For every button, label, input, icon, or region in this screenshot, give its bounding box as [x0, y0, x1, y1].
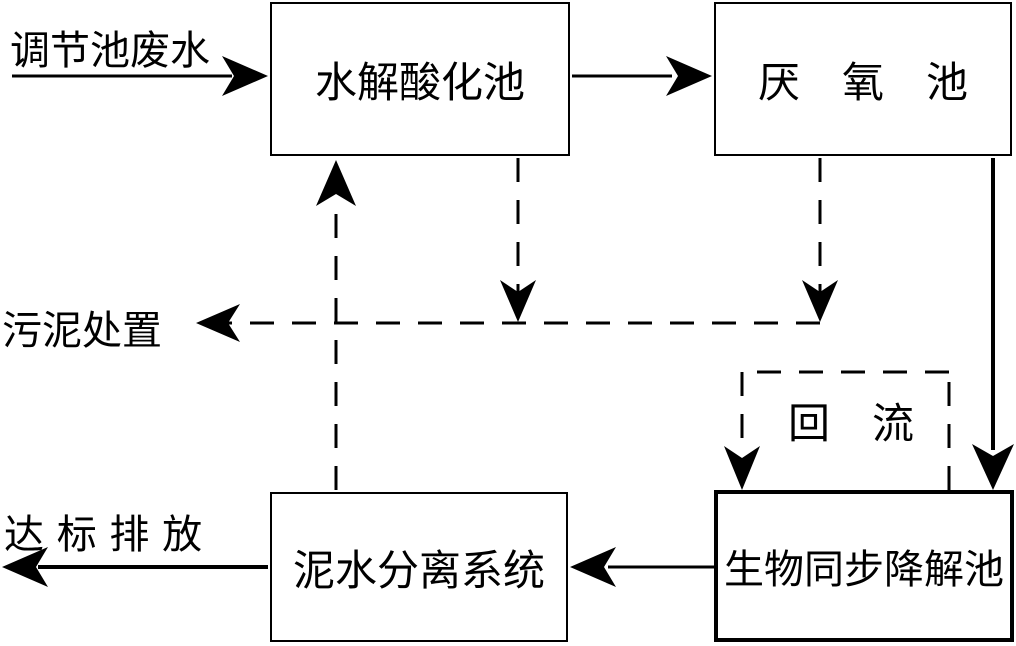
label-inflow: 调节池废水: [10, 28, 210, 74]
arrow-to-discharge: [2, 547, 268, 587]
arrow-inflow: [12, 56, 268, 96]
arrow-to-sludge-disposal: [196, 304, 820, 342]
node-anaerobic-label: 厌 氧 池: [757, 57, 968, 107]
node-hydrolysis-label: 水解酸化池: [314, 57, 525, 107]
label-discharge: 达 标 排 放: [4, 512, 203, 558]
label-sludge-disposal: 污泥处置: [2, 308, 162, 354]
node-anaerobic-tank: 厌 氧 池: [714, 2, 1012, 156]
node-hydrolysis-tank: 水解酸化池: [270, 2, 570, 156]
node-separation-label: 泥水分离系统: [292, 545, 545, 595]
arrow-separation-to-hydrolysis: [316, 160, 356, 490]
arrow-hydrolysis-to-anaerobic: [572, 56, 712, 96]
arrow-anaerobic-to-bio: [972, 158, 1014, 490]
node-bio-degradation-tank: 生物同步降解池: [714, 490, 1014, 642]
node-separation-system: 泥水分离系统: [270, 492, 568, 642]
arrow-bio-to-separation: [570, 547, 714, 587]
node-bio-label: 生物同步降解池: [724, 547, 1004, 593]
recycle-loop: [724, 370, 951, 490]
arrow-hydrolysis-sludge: [500, 158, 536, 322]
arrow-anaerobic-sludge: [802, 158, 838, 322]
label-recycle: 回 流: [788, 399, 915, 448]
